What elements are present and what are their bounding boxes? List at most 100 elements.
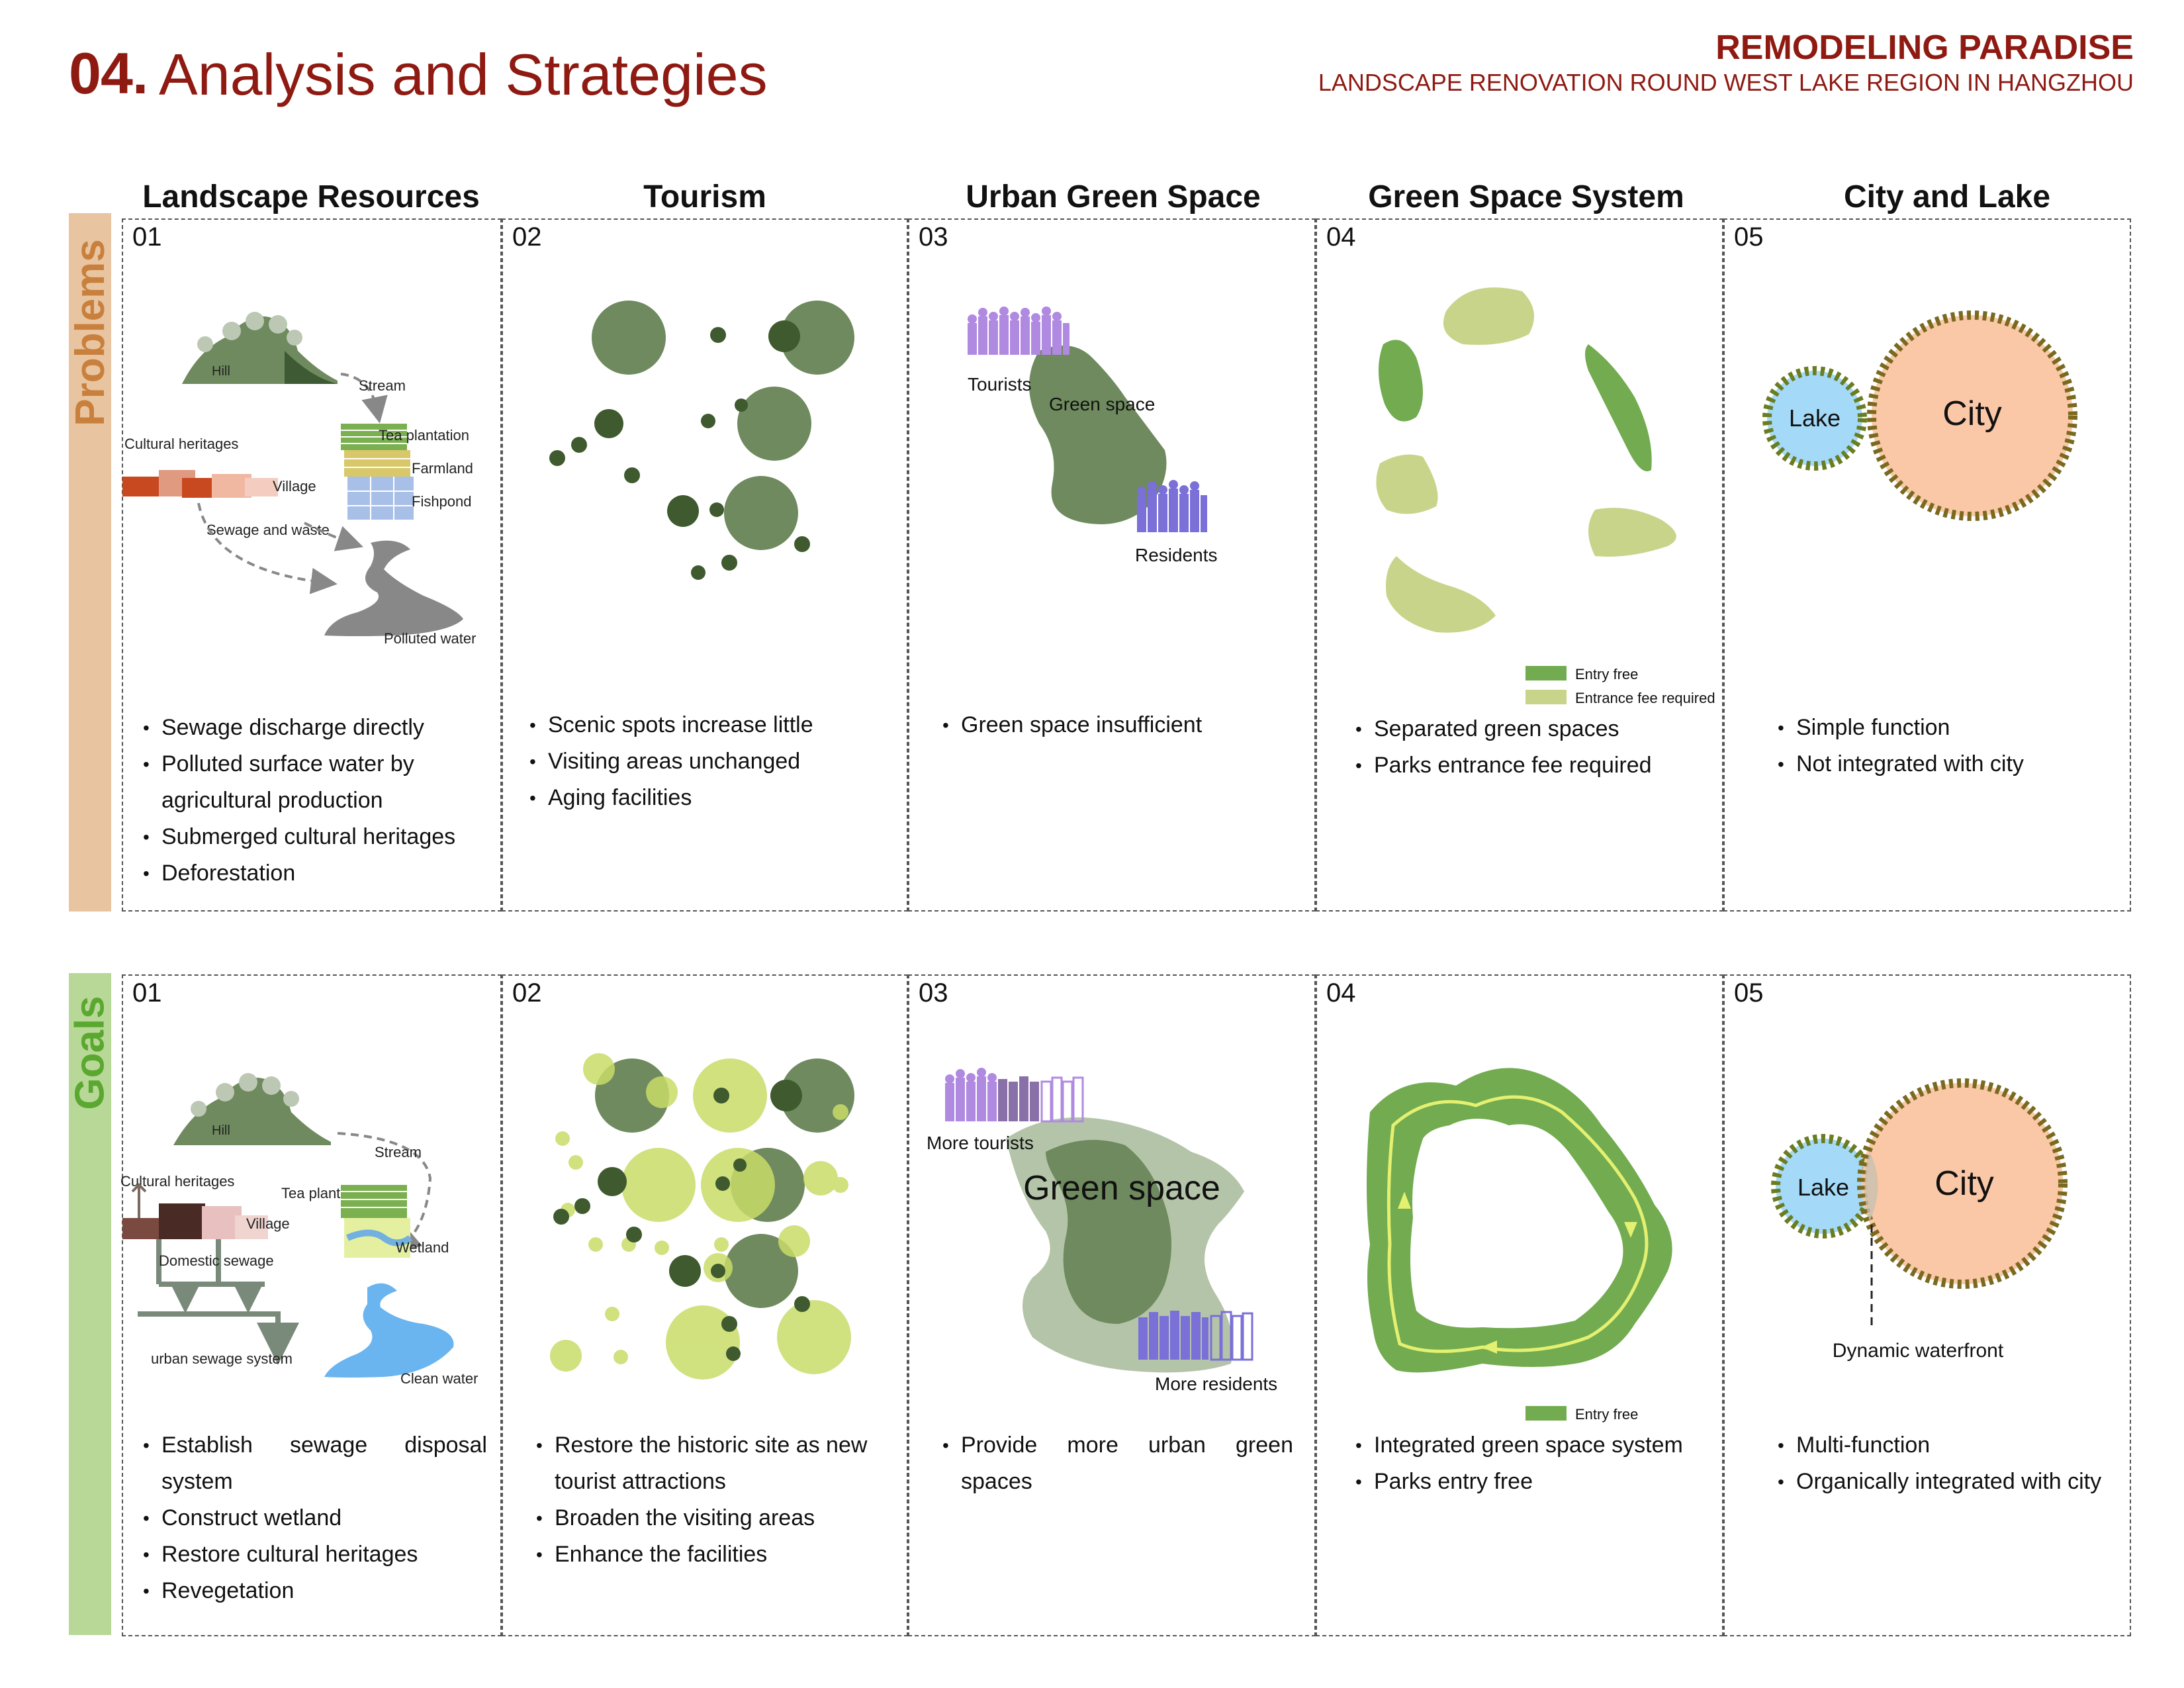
fee-park-shape [1376, 454, 1438, 514]
column-header-city-lake: City and Lake [1843, 179, 2051, 214]
new-scenic-spot [701, 1148, 775, 1222]
tree-icon [131, 1183, 147, 1218]
list-item: Polluted surface water by agricultural p… [143, 746, 487, 819]
scenic-spot [780, 301, 854, 375]
problem-list-01: Sewage discharge directly Polluted surfa… [143, 710, 487, 892]
list-item: Sewage discharge directly [143, 710, 487, 746]
more-tourists-icon [945, 1068, 997, 1121]
panel-number: 01 [132, 222, 162, 252]
p1-fishpond-label: Fishpond [412, 493, 472, 510]
p1-farmland-label: Farmland [412, 460, 473, 477]
panel-number: 03 [919, 978, 948, 1008]
problem-panel-04: 04 Separated green spaces Parks entrance… [1316, 218, 1723, 912]
p3-tourists-label: Tourists [968, 374, 1031, 395]
goal-list-03: Provide more urban green spaces [942, 1427, 1293, 1500]
problem-panel-02: 02 Scenic spots increase little Visiting… [502, 218, 908, 912]
problem-panel-01: 01 Sewage discharge directly Polluted su… [122, 218, 502, 912]
g1-clean-label: Clean water [400, 1370, 478, 1387]
problem-list-05: Simple function Not integrated with city [1778, 710, 2122, 782]
new-residents-outline [1210, 1311, 1253, 1361]
list-item: Establish sewage disposal system [143, 1427, 487, 1500]
village-icon [122, 470, 278, 498]
tea-wetland-icon [341, 1185, 412, 1258]
new-scenic-spot [621, 1148, 696, 1222]
tea-plantation-icon [341, 424, 414, 520]
path-loop [1387, 1095, 1649, 1353]
goal-list-05: Multi-function Organically integrated wi… [1778, 1427, 2122, 1500]
p1-diagram: Hill Stream Tea plantation Farmland Fish… [122, 312, 476, 647]
residents-icon [1137, 480, 1207, 532]
panel-number: 04 [1326, 222, 1356, 252]
free-park-shape [1585, 344, 1652, 471]
residents-icon [1138, 1311, 1208, 1360]
free-park-shape [1378, 340, 1423, 422]
problem-list-02: Scenic spots increase little Visiting ar… [529, 707, 887, 816]
waterfront-overlap [1864, 1152, 1878, 1221]
tourists-icon [998, 1076, 1039, 1121]
polluted-water-icon [324, 540, 463, 636]
p1-polluted-label: Polluted water [384, 630, 476, 647]
list-item: Provide more urban green spaces [942, 1427, 1293, 1500]
goal-panel-01: 01 Establish sewage disposal system Cons… [122, 974, 502, 1636]
p3-green-label: Green space [1049, 394, 1155, 414]
p5-diagram: Lake City [1762, 310, 2077, 521]
list-item: Organically integrated with city [1778, 1464, 2122, 1500]
problem-panel-03: 03 Green space insufficient [908, 218, 1316, 912]
g3-residents-label: More residents [1155, 1374, 1277, 1394]
tourists-icon [968, 306, 1069, 355]
fee-park-shape [1443, 287, 1534, 345]
list-item: Scenic spots increase little [529, 707, 887, 743]
list-item: Not integrated with city [1778, 746, 2122, 782]
g1-hill-label: Hill [212, 1123, 230, 1138]
goal-list-04: Integrated green space system Parks entr… [1355, 1427, 1713, 1500]
p5-city-label: City [1942, 395, 2002, 433]
g5-lake-label: Lake [1797, 1174, 1849, 1201]
scenic-spot [737, 387, 811, 461]
p4-legend-fee: Entrance fee required [1575, 690, 1715, 706]
column-header-green-system: Green Space System [1368, 179, 1684, 214]
clean-water-icon [324, 1283, 454, 1378]
integrated-green-ring [1367, 1068, 1672, 1373]
panel-number: 05 [1734, 222, 1764, 252]
list-item: Simple function [1778, 710, 2122, 746]
panel-number: 02 [512, 222, 542, 252]
g1-diagram: Hill Stream Cultural heritages Tea plant… [120, 1073, 478, 1387]
list-item: Parks entrance fee required [1355, 747, 1713, 784]
problems-band [69, 213, 111, 912]
legend-swatch-fee [1525, 690, 1567, 704]
p4-diagram: Entry free Entrance fee required [1376, 287, 1715, 706]
city-circle [1867, 310, 2077, 521]
list-item: Parks entry free [1355, 1464, 1713, 1500]
g1-system-label: urban sewage system [151, 1350, 293, 1367]
p3-residents-label: Residents [1135, 545, 1218, 565]
list-item: Green space insufficient [942, 707, 1300, 743]
p1-tea-label: Tea plantation [379, 427, 469, 444]
list-item: Separated green spaces [1355, 711, 1713, 747]
project-subtitle: LANDSCAPE RENOVATION ROUND WEST LAKE REG… [1318, 69, 2134, 96]
g3-green-label: Green space [1023, 1169, 1220, 1207]
list-item: Visiting areas unchanged [529, 743, 887, 780]
g4-legend-free: Entry free [1575, 1406, 1638, 1423]
panel-number: 02 [512, 978, 542, 1008]
problem-list-03: Green space insufficient [942, 707, 1300, 743]
goal-panel-02: 02 Restore the historic site as new tour… [502, 974, 908, 1636]
legend-swatch-free [1525, 1406, 1567, 1421]
g3-tourists-label: More tourists [927, 1133, 1034, 1153]
g4-diagram: Entry free [1367, 1068, 1672, 1423]
g1-village-label: Village [246, 1215, 290, 1232]
new-tourists-outline [1040, 1076, 1084, 1123]
list-item: Construct wetland [143, 1500, 487, 1536]
goal-list-01: Establish sewage disposal system Constru… [143, 1427, 487, 1609]
section-number: 04. [69, 40, 148, 106]
g1-wetland-label: Wetland [396, 1239, 449, 1256]
list-item: Submerged cultural heritages [143, 819, 487, 855]
list-item: Broaden the visiting areas [536, 1500, 893, 1536]
goal-panel-04: 04 Integrated green space system Parks e… [1316, 974, 1723, 1636]
list-item: Enhance the facilities [536, 1536, 893, 1573]
p1-stream-label: Stream [359, 377, 406, 394]
g3-diagram: More tourists Green space More residents [927, 1068, 1277, 1394]
p1-sewage-label: Sewage and waste [206, 522, 330, 538]
p1-village-label: Village [273, 478, 316, 494]
goal-list-02: Restore the historic site as new tourist… [536, 1427, 893, 1573]
